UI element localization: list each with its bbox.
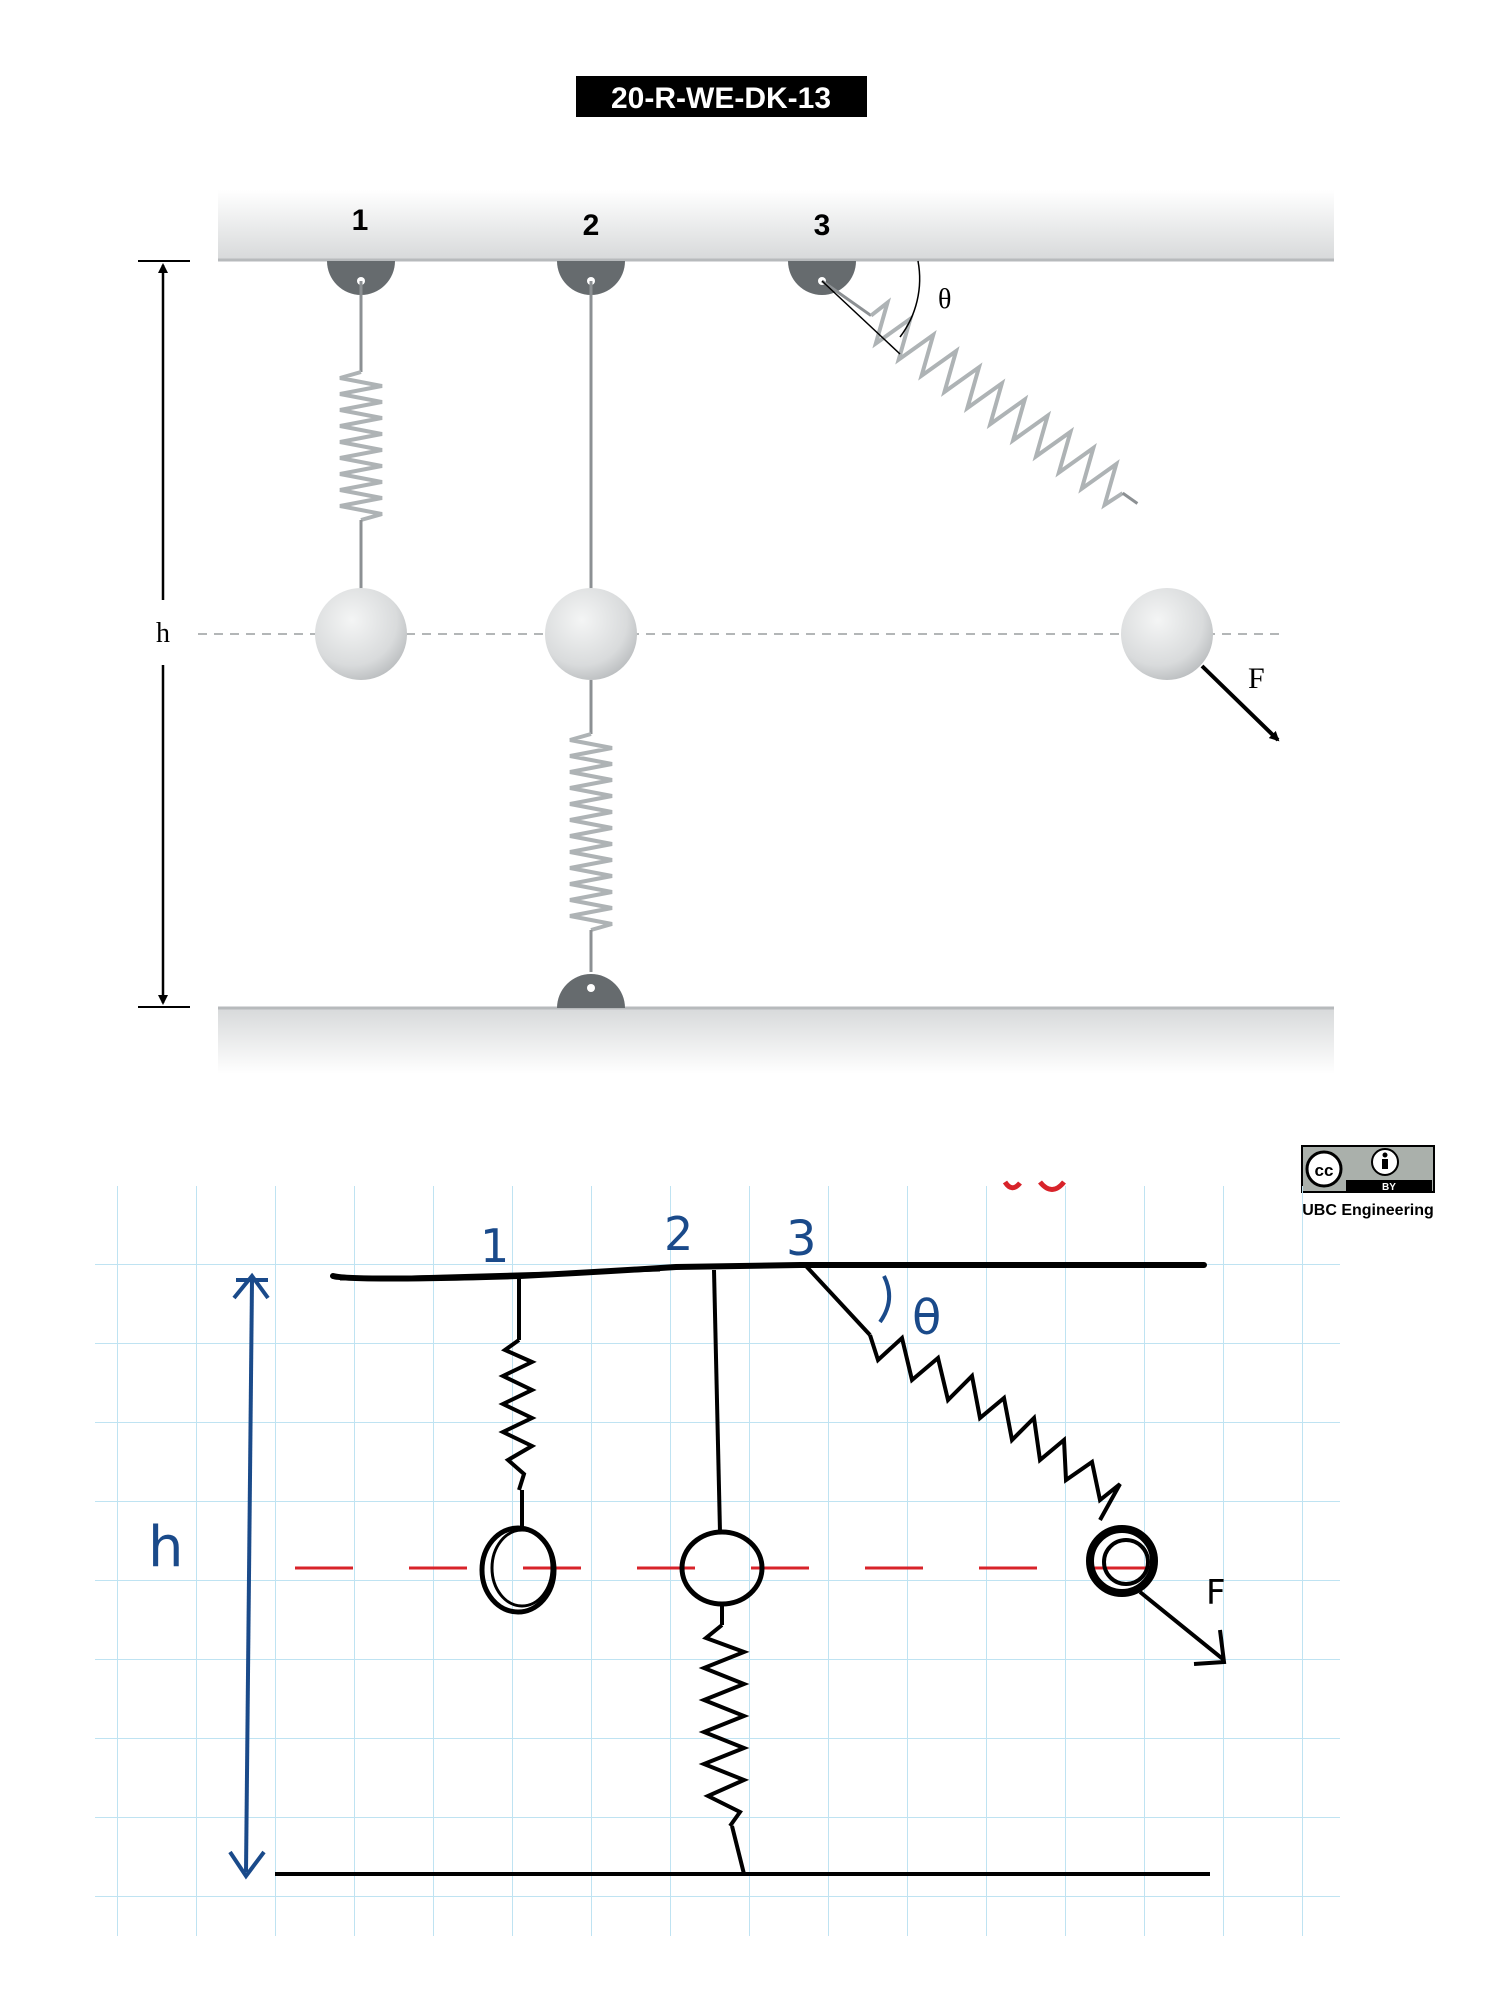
force-label: F [1248, 662, 1265, 695]
system-label-1: 1 [352, 204, 369, 237]
ball-2 [545, 588, 637, 680]
ceiling-surface [218, 190, 1334, 260]
grid-paper [95, 1186, 1340, 1936]
system-label-3: 3 [814, 209, 831, 242]
sketch-angle-arc [878, 1275, 892, 1324]
sketch-height-dimension: h [148, 1272, 270, 1880]
spring-1 [339, 370, 383, 522]
height-dimension: h [138, 260, 190, 1008]
system-2 [545, 261, 637, 1008]
system-3: θ F [788, 260, 1280, 742]
license-badge: cc BY UBC Engineering [1301, 1145, 1435, 1219]
sketch-system-3: θ F [804, 1264, 1227, 1666]
spring-2 [569, 732, 613, 932]
ball-1 [315, 588, 407, 680]
sketch-force-label: F [1206, 1573, 1226, 1613]
system-label-2: 2 [583, 209, 600, 242]
height-label: h [156, 618, 170, 649]
hand-sketch: 1 2 3 h [95, 1180, 1340, 1936]
by-label: BY [1382, 1182, 1396, 1193]
floor-surface [218, 1008, 1334, 1074]
angle-label: θ [938, 284, 951, 315]
header-badge: 20-R-WE-DK-13 [576, 76, 867, 117]
sketch-label-3: 3 [786, 1211, 817, 1267]
sketch-label-2: 2 [664, 1207, 693, 1261]
ball-3 [1121, 588, 1213, 680]
sketch-system-2 [679, 1269, 765, 1875]
sketch-angle-label: θ [912, 1290, 941, 1346]
spring-3 [869, 297, 1124, 510]
cc-icon: cc [1315, 1161, 1334, 1180]
system-1 [315, 261, 407, 680]
sketch-force-arrow [1138, 1590, 1227, 1666]
force-arrow [1200, 664, 1280, 742]
problem-code: 20-R-WE-DK-13 [611, 82, 831, 115]
sketch-system-1 [479, 1279, 557, 1615]
rendered-figure: 1 2 3 h [138, 190, 1334, 1074]
sketch-height-label: h [148, 1515, 184, 1580]
sketch-label-1: 1 [480, 1219, 509, 1273]
